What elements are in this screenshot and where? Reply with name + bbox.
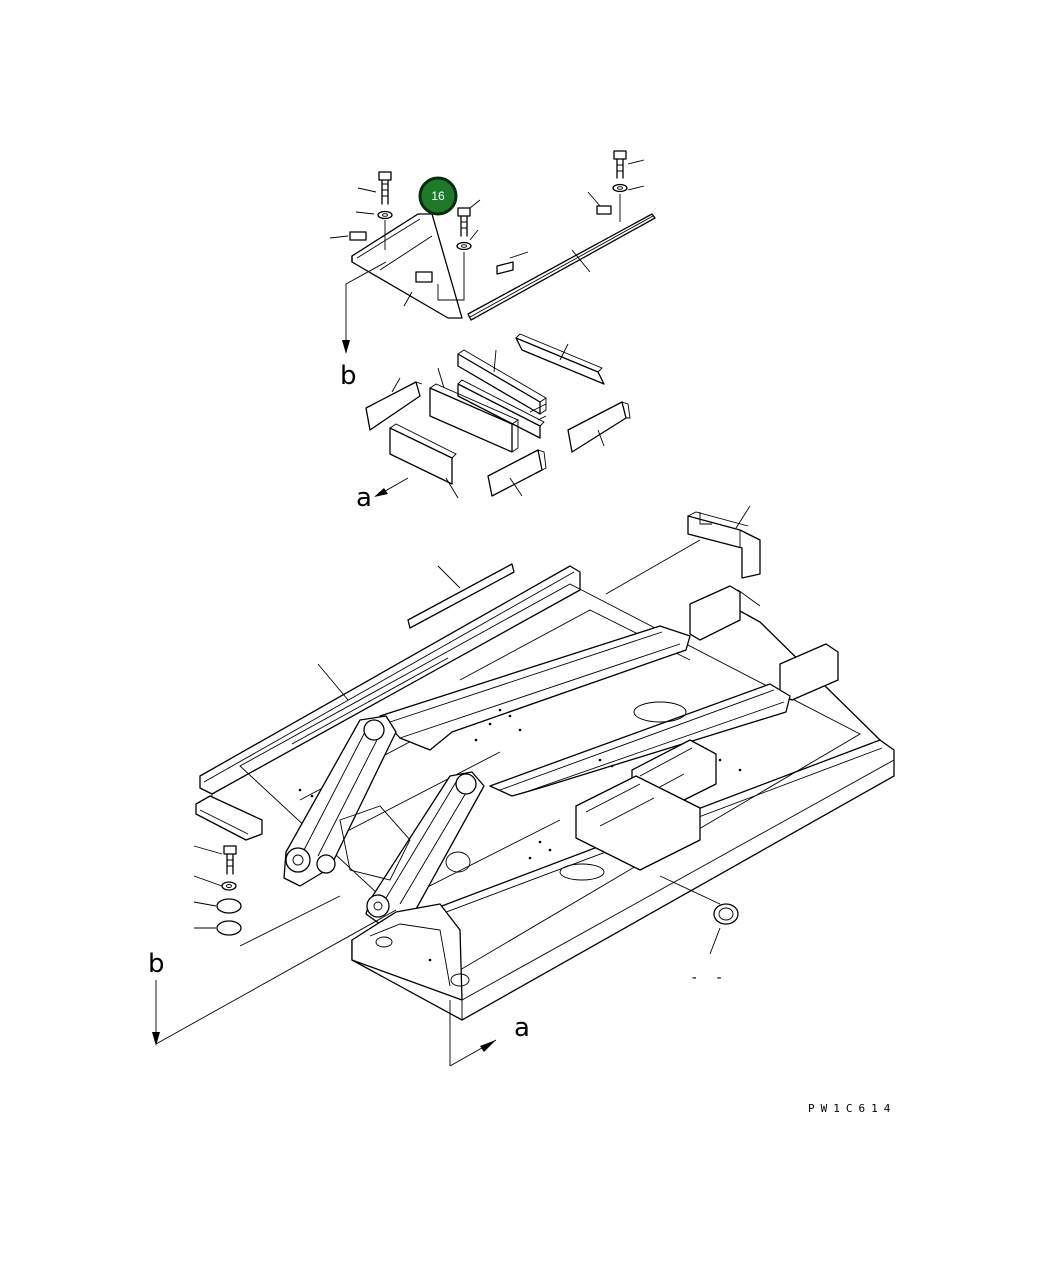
lower-reference-arrows: b a <box>148 909 530 1067</box>
drawing-code: PW1C614 <box>808 1102 896 1115</box>
main-frame <box>195 505 895 1021</box>
ref-letter-a-lower: a <box>514 1013 530 1043</box>
pin-hardware: - - <box>193 845 739 986</box>
part-mark: - - <box>690 970 727 986</box>
callout-16[interactable]: 16 <box>418 176 458 216</box>
ref-letter-b-lower: b <box>148 949 165 979</box>
top-cover-assembly: b <box>329 150 656 391</box>
slab-group: a <box>356 333 631 513</box>
callout-number: 16 <box>431 189 445 203</box>
ref-letter-a-upper: a <box>356 483 372 513</box>
ref-letter-b-upper: b <box>340 361 357 391</box>
